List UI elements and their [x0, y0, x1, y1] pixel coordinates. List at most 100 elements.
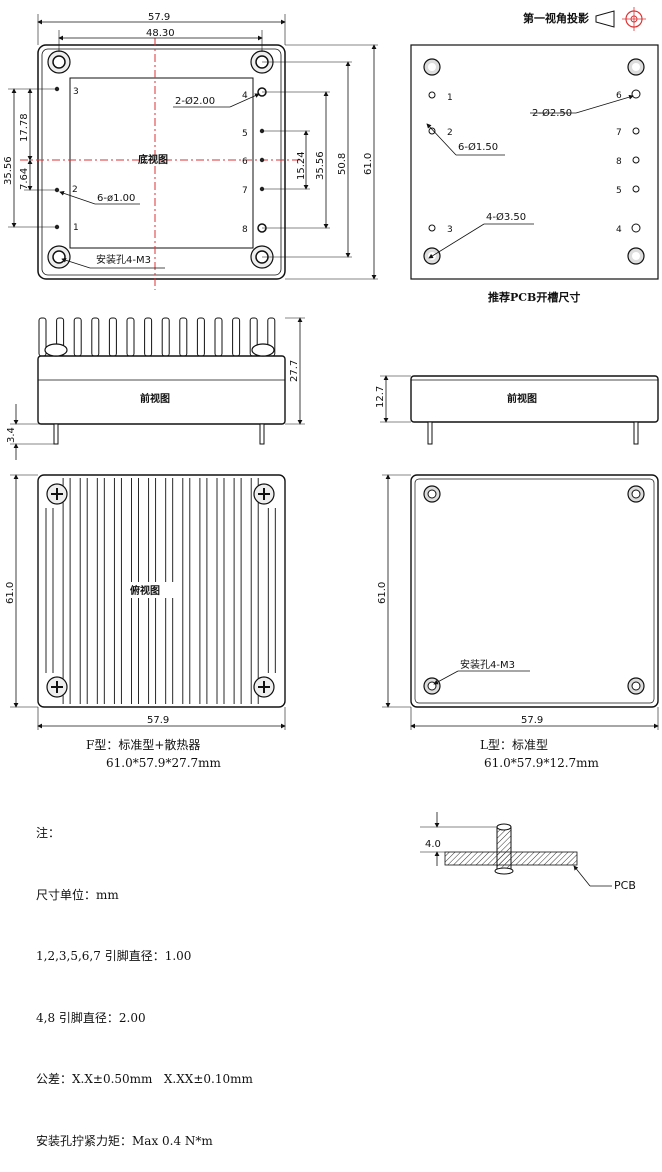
- pcb-hole: [632, 156, 640, 164]
- pin-label: 1: [73, 223, 79, 233]
- top-view-l: 安装孔4-M3 61.0 57.9: [377, 474, 659, 730]
- heatsink-fin: [214, 317, 223, 357]
- caption-l-size: 61.0*57.9*12.7mm: [484, 756, 599, 770]
- callout-small-hole: 6-Ø1.50: [458, 141, 498, 153]
- dim-right-outer: 50.8: [337, 153, 348, 175]
- note-line: 公差：X.X±0.50mm X.XX±0.10mm: [36, 1072, 253, 1086]
- heatsink-fin: [179, 317, 188, 357]
- mount-hole: [423, 58, 441, 76]
- bottom-view: 底视图 3 2 1 4 5 6 7 8 2-Ø2.00 6-ø1.00 安装孔4…: [3, 12, 378, 290]
- pin-label: 6: [616, 91, 622, 101]
- screw-icon: [46, 483, 68, 505]
- dim-right-mid: 35.56: [315, 151, 326, 180]
- pin-label: 5: [616, 186, 622, 196]
- screw-icon: [253, 483, 275, 505]
- pin-label: 4: [616, 225, 622, 235]
- projection-symbol: 第一视角投影: [523, 7, 646, 31]
- heatsink-fins: [38, 317, 276, 357]
- front-view-label: 前视图: [507, 392, 537, 405]
- pcb-hole: [428, 224, 436, 232]
- notes-title: 注：: [36, 826, 61, 840]
- pin-section: [496, 826, 512, 872]
- dim-width: 57.9: [147, 715, 169, 726]
- pin-label: 7: [242, 186, 248, 196]
- screw-head: [251, 343, 275, 357]
- dim-left-total: 35.56: [3, 156, 14, 185]
- note-line: 尺寸单位：mm: [36, 887, 119, 902]
- note-line: 4,8 引脚直径：2.00: [36, 1010, 146, 1025]
- dim-height: 12.7: [375, 386, 386, 408]
- dim-pitch: 48.30: [146, 28, 175, 39]
- heatsink-fin: [108, 317, 117, 357]
- pcb-hole: [631, 89, 641, 99]
- notes-block: 注： 尺寸单位：mm 1,2,3,5,6,7 引脚直径：1.00 4,8 引脚直…: [36, 782, 253, 1172]
- side-view-label: 俯视图: [130, 584, 160, 597]
- bottom-view-label: 底视图: [138, 153, 168, 166]
- note-line: 安装孔拧紧力矩：Max 0.4 N*m: [36, 1133, 213, 1148]
- pin: [259, 423, 265, 445]
- mount-hole: [47, 50, 71, 74]
- pin: [259, 157, 265, 163]
- mount-hole: [627, 247, 645, 265]
- drawing-sheet: 第一视角投影 底视图 3 2 1 4 5 6: [3, 7, 659, 892]
- pcb-hole: [632, 127, 640, 135]
- mount-hole: [627, 677, 645, 695]
- pcb-cutout-view: 1 2 3 6 7 8 5 4 2-Ø2.50 6-Ø1.50 4-Ø3.50 …: [410, 44, 659, 304]
- pcb-hole: [428, 91, 436, 99]
- pin-label: 6: [242, 157, 248, 167]
- front-view-label: 前视图: [140, 392, 170, 405]
- heatsink-grooves: [45, 478, 276, 704]
- caption-f-title: F型：标准型+散热器: [86, 738, 201, 752]
- mount-hole: [627, 58, 645, 76]
- pcb-label: PCB: [614, 879, 636, 892]
- pin-label: 7: [616, 128, 622, 138]
- dim-width: 57.9: [148, 12, 170, 23]
- detail-dim: 4.0: [425, 839, 441, 850]
- pin-label: 4: [242, 91, 248, 101]
- caption-l-title: L型：标准型: [480, 738, 548, 752]
- screw-icon: [253, 676, 275, 698]
- callout-large-hole: 2-Ø2.50: [532, 107, 572, 119]
- pcb-hole: [632, 185, 640, 193]
- mount-hole: [47, 245, 71, 269]
- dim-right-inner: 15.24: [296, 151, 307, 180]
- callout-mount-hole: 4-Ø3.50: [486, 211, 526, 223]
- pin-label: 8: [616, 157, 622, 167]
- heatsink-fin: [91, 317, 100, 357]
- pin-label: 5: [242, 129, 248, 139]
- mount-detail: 4.0 PCB: [420, 812, 636, 892]
- dim-height: 27.7: [289, 360, 300, 382]
- projection-label: 第一视角投影: [523, 11, 589, 25]
- pin-label: 3: [447, 225, 453, 235]
- screw-head: [44, 343, 68, 357]
- callout-mount: 安装孔4-M3: [460, 658, 515, 671]
- heatsink-fin: [196, 317, 205, 357]
- front-view-f: 前视图 27.7 3.4: [6, 317, 305, 460]
- cone-icon: [595, 10, 615, 28]
- heatsink-fin: [144, 317, 153, 357]
- dim-height: 61.0: [5, 582, 16, 604]
- front-view-l: 前视图 12.7: [375, 375, 659, 445]
- callout-large-pin: 2-Ø2.00: [175, 95, 215, 107]
- pin: [427, 421, 433, 445]
- mount-hole: [423, 485, 441, 503]
- dim-height: 61.0: [363, 153, 374, 175]
- heatsink-fin: [73, 317, 82, 357]
- pin-label: 3: [73, 87, 79, 97]
- pin-label: 8: [242, 225, 248, 235]
- caption-f-size: 61.0*57.9*27.7mm: [106, 756, 221, 770]
- pcb-hole: [631, 223, 641, 233]
- mount-hole: [423, 677, 441, 695]
- pin: [53, 423, 59, 445]
- side-view-f: 俯视图 61.0 57.9: [5, 474, 286, 730]
- callout-small-pin: 6-ø1.00: [97, 193, 135, 204]
- pin: [633, 421, 639, 445]
- pcb-hole: [428, 127, 436, 135]
- pin-label: 1: [447, 93, 453, 103]
- dim-pin: 3.4: [6, 427, 17, 443]
- dim-width: 57.9: [521, 715, 543, 726]
- heatsink-fin: [232, 317, 241, 357]
- heatsink-fin: [161, 317, 170, 357]
- dim-height: 61.0: [377, 582, 388, 604]
- pcb-cutout-caption: 推荐PCB开槽尺寸: [488, 290, 580, 304]
